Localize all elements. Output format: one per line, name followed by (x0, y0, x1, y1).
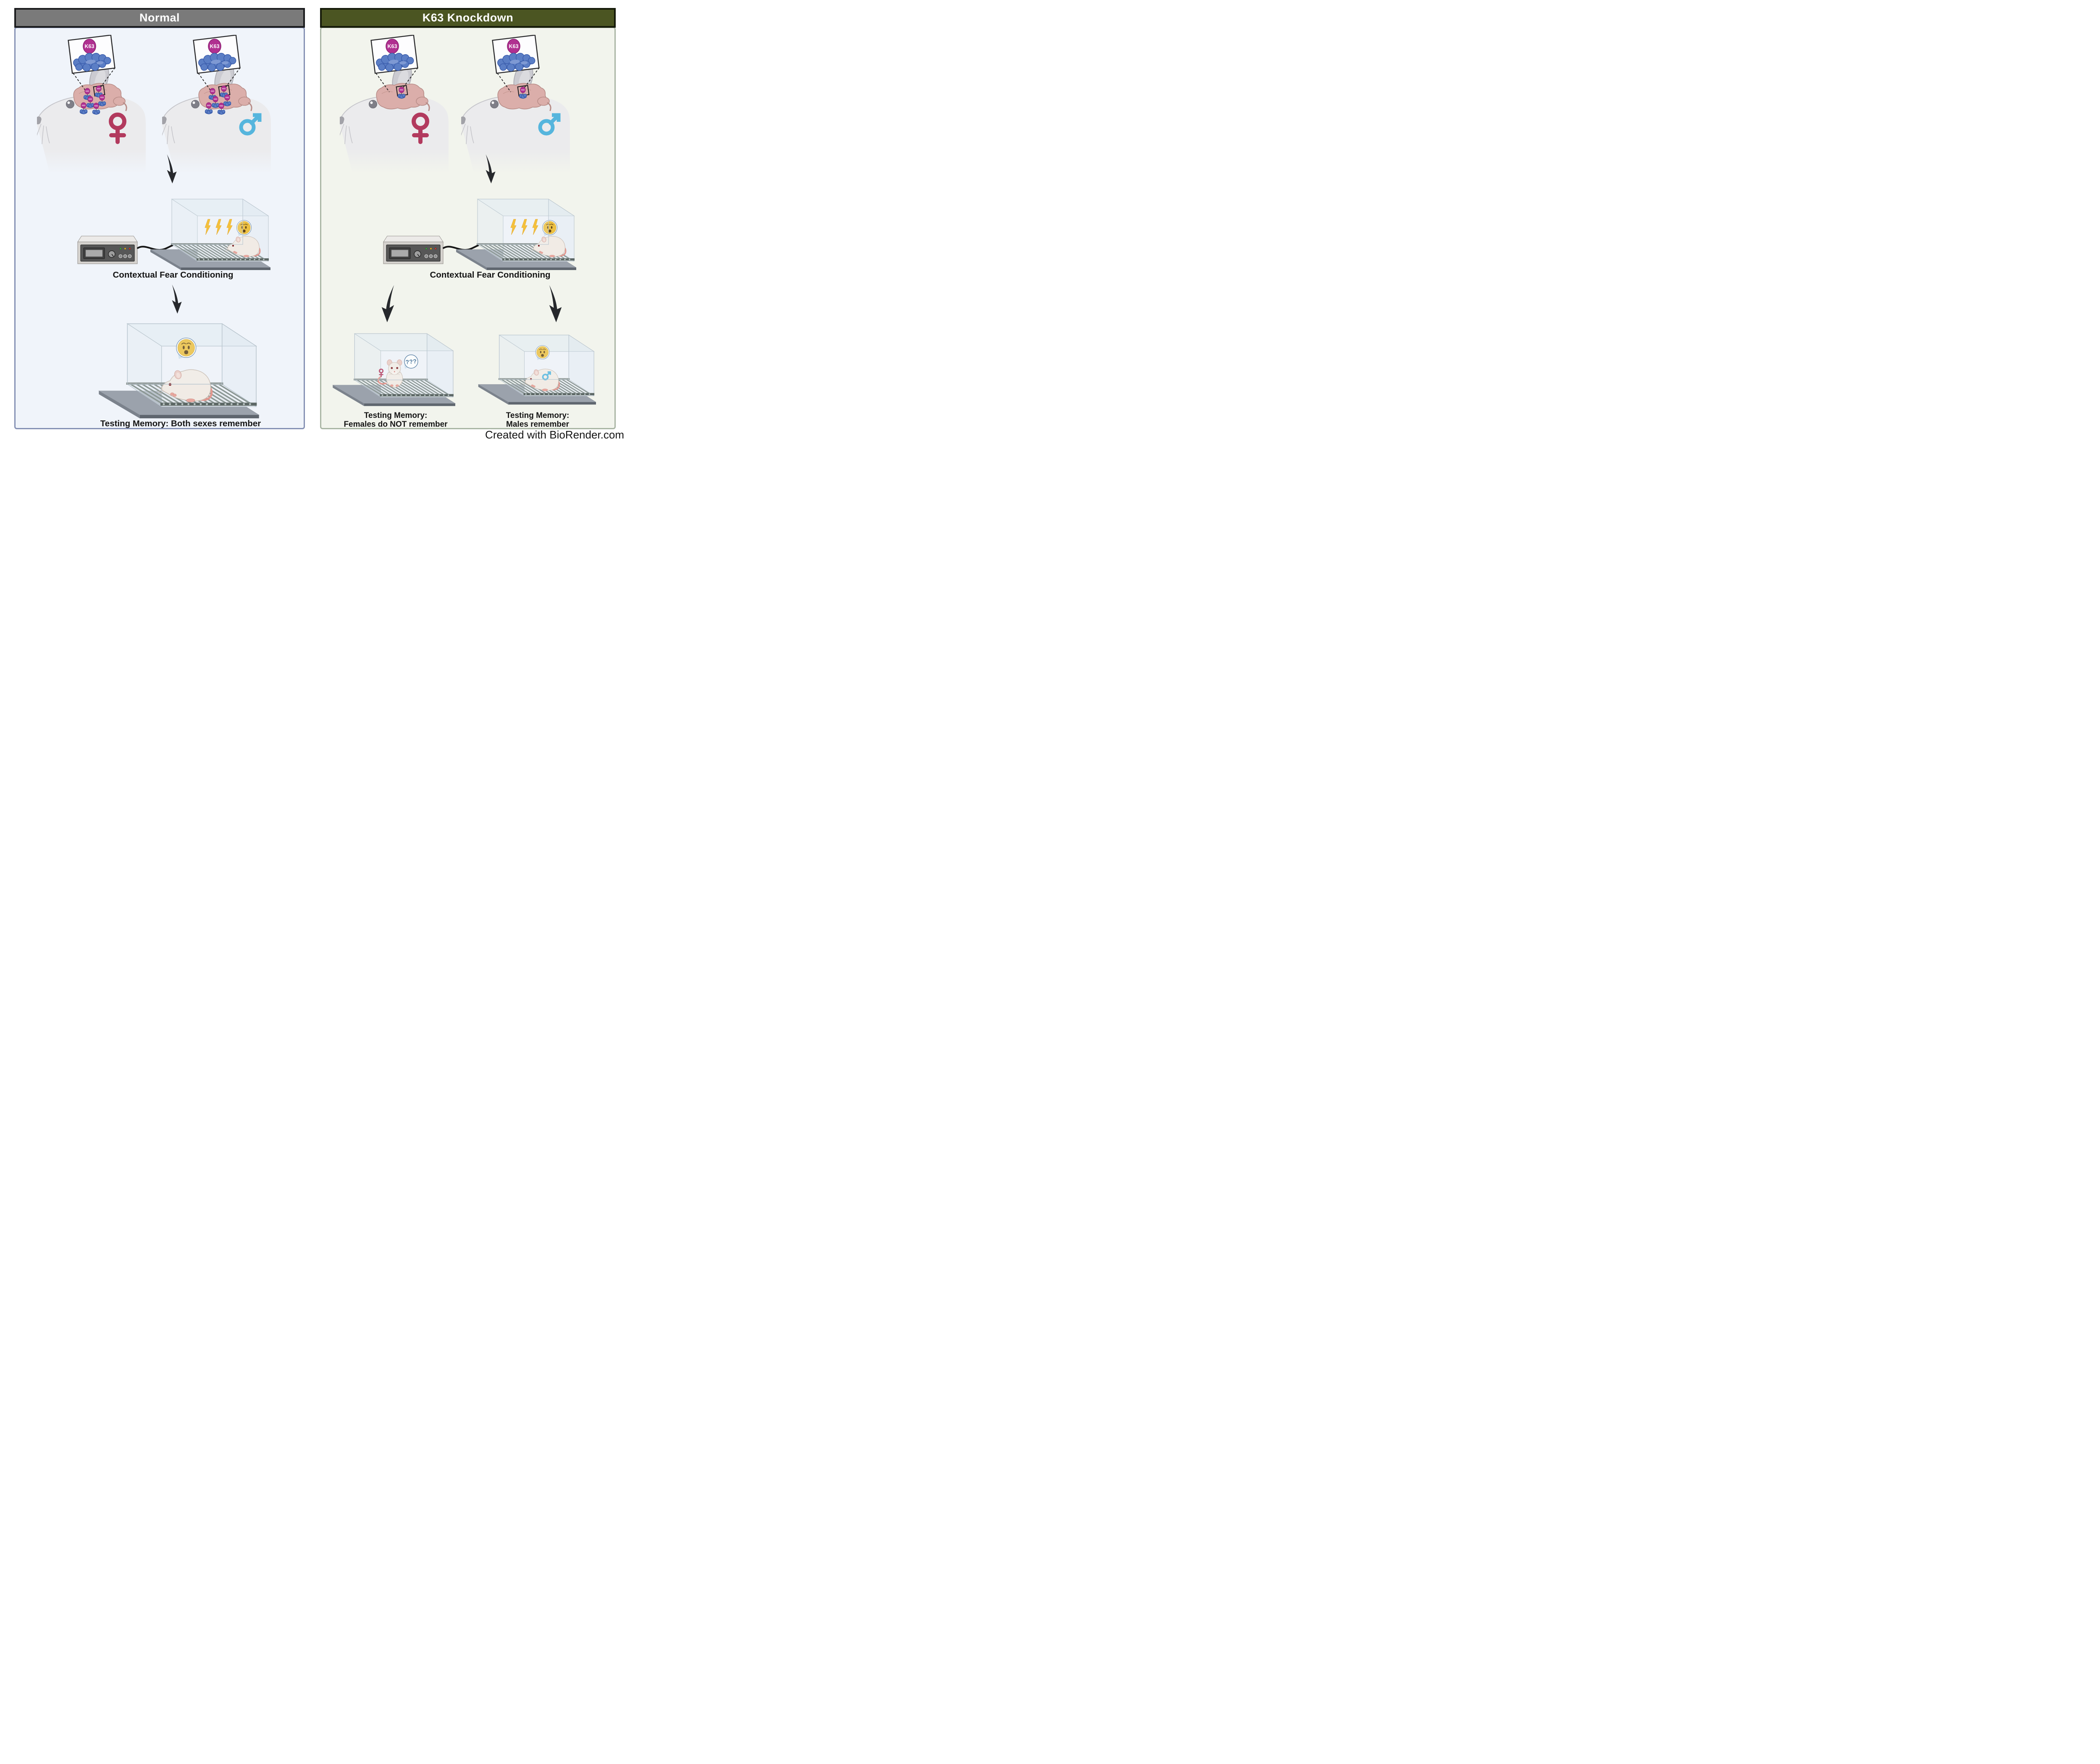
svg-text:K63: K63 (226, 97, 229, 99)
outcome-label-females: Testing Memory: Females do NOT remember (344, 411, 448, 429)
down-arrow-left-branch (381, 285, 394, 323)
down-arrow (172, 284, 182, 314)
svg-text:K63: K63 (211, 90, 214, 92)
mouse-female-normal-illustration: K63 K63 K63 K63 K63 K63 K63 (37, 35, 146, 173)
svg-text:K63: K63 (220, 105, 223, 107)
cable (443, 244, 479, 251)
conditioning-setup-normal (77, 198, 271, 270)
conditioning-chamber (455, 198, 577, 270)
svg-text:K63: K63 (214, 98, 217, 100)
outcome-label-normal: Testing Memory: Both sexes remember (100, 419, 261, 428)
cable (137, 244, 173, 251)
down-arrow-right-branch (549, 285, 562, 323)
testing-chamber-males (478, 334, 596, 405)
testing-chamber-normal (98, 323, 260, 418)
k63-badge: K63 (509, 44, 519, 50)
down-arrow (486, 154, 496, 184)
conditioning-label-normal: Contextual Fear Conditioning (113, 270, 234, 280)
svg-text:K63: K63 (400, 89, 403, 91)
figure-canvas: Normal K63 K63 K63 K63 K63 K63 K63 K63 K… (0, 0, 630, 441)
panel-normal-title: Normal (139, 11, 180, 24)
conditioning-chamber (150, 198, 271, 270)
svg-text:K63: K63 (94, 105, 98, 107)
svg-text:K63: K63 (521, 89, 525, 91)
k63-tags-on-brain: K63 K63 K63 K63 K63 K63 (79, 85, 106, 115)
k63-badge: K63 (85, 44, 94, 50)
svg-text:K63: K63 (97, 88, 100, 90)
svg-text:K63: K63 (89, 98, 92, 100)
shock-generator-icon (383, 236, 444, 264)
svg-text:K63: K63 (207, 105, 210, 107)
panel-knockdown: K63 K63 K63 K63 (320, 27, 616, 429)
mouse-head-brain-icon (461, 35, 570, 173)
panel-normal: K63 K63 K63 K63 K63 K63 K63 K63 K63 K63 … (14, 27, 305, 429)
mouse-male-knockdown-illustration: K63 K63 (461, 35, 570, 173)
k63-badge: K63 (210, 44, 220, 50)
shock-generator-icon (77, 236, 138, 264)
conditioning-setup-knockdown (383, 198, 577, 270)
mouse-female-knockdown-illustration: K63 K63 (340, 35, 449, 173)
svg-text:K63: K63 (100, 97, 104, 99)
svg-text:K63: K63 (86, 90, 89, 92)
mouse-male-normal-illustration: K63 K63 K63 K63 K63 K63 K63 (162, 35, 271, 173)
svg-text:K63: K63 (82, 105, 85, 107)
biorender-credit: Created with BioRender.com (485, 428, 624, 441)
panel-knockdown-header: K63 Knockdown (320, 8, 616, 28)
k63-tag-on-brain: K63 (397, 87, 406, 99)
conditioning-label-knockdown: Contextual Fear Conditioning (430, 270, 551, 280)
panel-knockdown-title: K63 Knockdown (422, 11, 514, 24)
testing-chamber-females: ??? (332, 333, 456, 406)
outcome-label-males: Testing Memory: Males remember (506, 411, 570, 429)
down-arrow (167, 154, 177, 184)
svg-text:K63: K63 (222, 88, 226, 90)
mouse-head-brain-icon (340, 35, 449, 173)
k63-badge: K63 (388, 44, 397, 50)
k63-tags-on-brain: K63 K63 K63 K63 K63 K63 (205, 85, 231, 115)
k63-tag-on-brain: K63 (519, 87, 527, 99)
panel-normal-header: Normal (14, 8, 305, 28)
